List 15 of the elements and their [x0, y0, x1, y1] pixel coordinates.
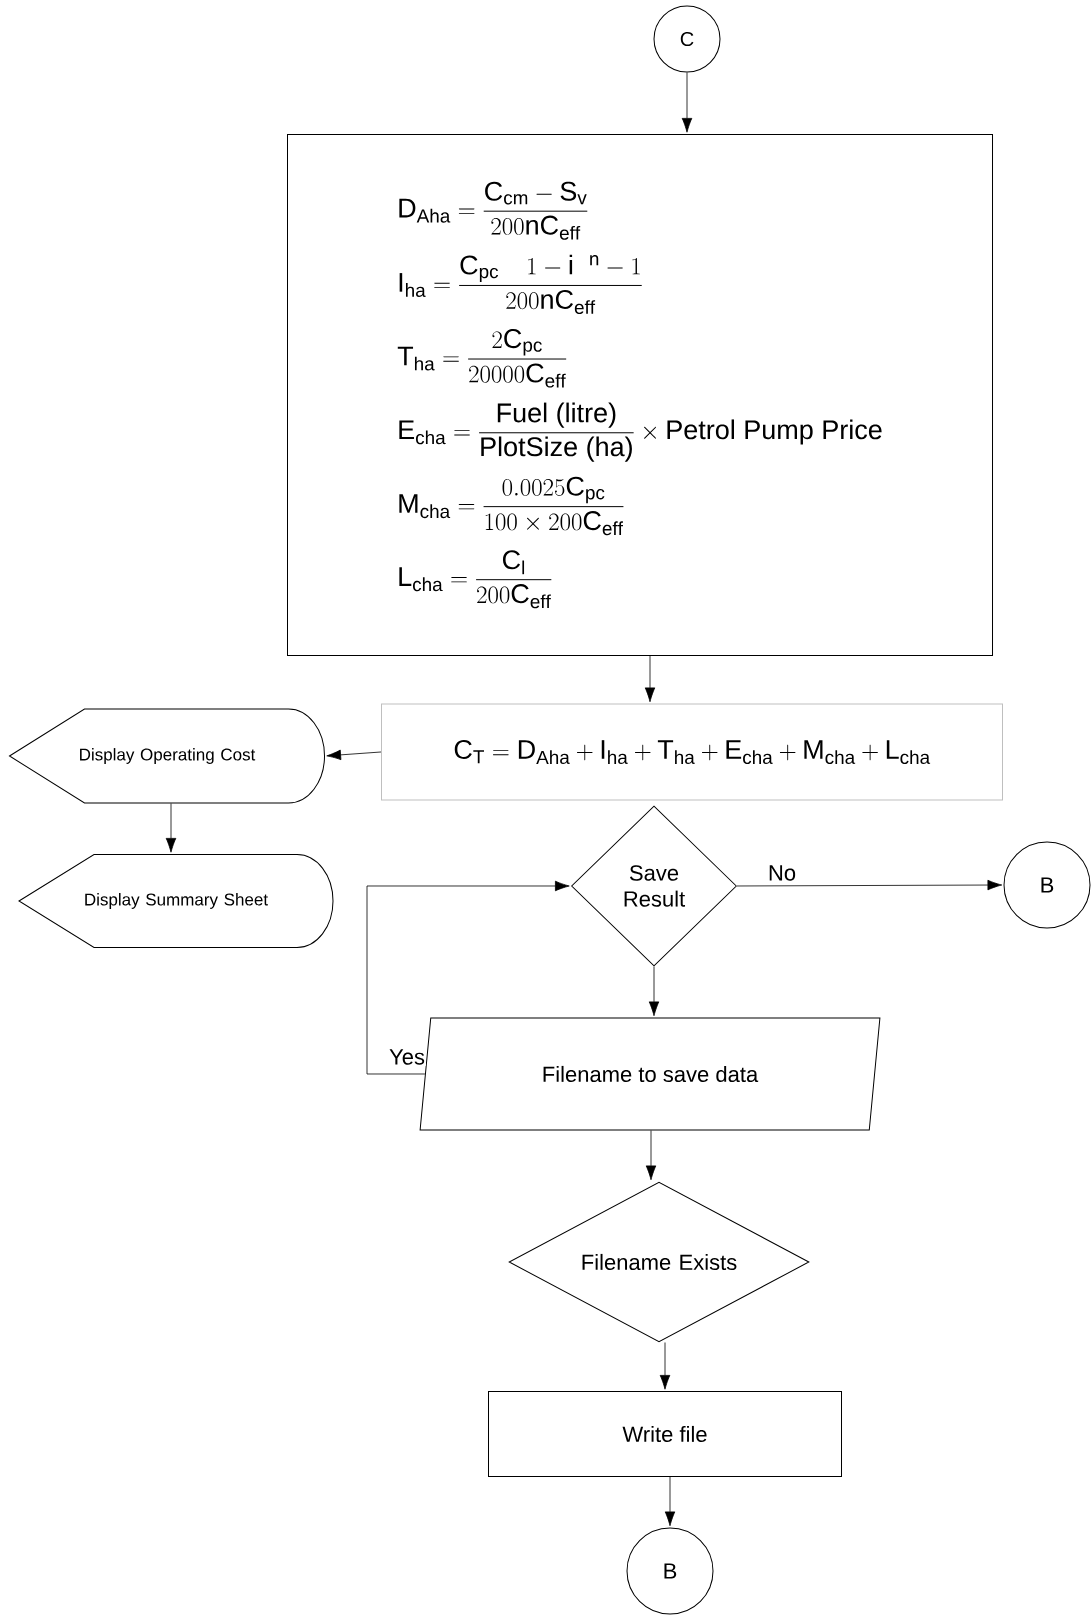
arrow [326, 749, 382, 761]
arrow [681, 72, 693, 133]
edge-label: No [766, 864, 798, 882]
edge-label: Yes [388, 1048, 426, 1066]
arrow [648, 966, 660, 1017]
arrow [165, 803, 177, 853]
formula-box: $\mathrm{D}_{\mathrm{Aha}} = \frac{\mathrm{C}_{\mathrm{cm}} - \mathrm{S}_{\mathrm{v}}}{200\mathrm{n}\mathrm{C}_{\mathrm{eff}}}$ $\mathrm{I}_{\mathrm{ha}} = \frac{\mathrm{C}_{\mathrm{pc}}\quad 1 - \mathrm{i}\ \ ^{\mathrm{n}} - 1}{200\mathrm{n}\mathrm{C}_{\mathrm{eff}}}$ $\mathrm{T}_{\mathrm{ha}} = \frac{2\mathrm{C}_{\mathrm{pc}}}{20000\mathrm{C}_{\mathrm{eff}}}$ $\mathrm{E}_{\mathrm{cha}} = \frac{\text{Fuel (litre)}}{\text{PlotSize (ha)}} \times \text{Petrol Pump Price}$ $\mathrm{M}_{\mathrm{cha}} = \frac{0.0025\mathrm{C}_{\mathrm{pc}}}{100 \times 200\mathrm{C}_{\mathrm{eff}}}$ $\mathrm{L}_{\mathrm{cha}} = \frac{\mathrm{C}_{\mathrm{l}}}{200\mathrm{C}_{\mathrm{eff}}}$ [287, 134, 993, 656]
process-box: Write file [488, 1391, 842, 1477]
arrow [664, 1476, 676, 1527]
formula-box: $\mathrm{C}_{\mathrm{T}} = \mathrm{D}_{\mathrm{Aha}} + \mathrm{I}_{\mathrm{ha}} + \mathrm{T}_{\mathrm{ha}} + \mathrm{E}_{\mathrm{cha}} + \mathrm{M}_{\mathrm{cha}} + \mathrm{L}_{\mathrm{cha}}$ [381, 703, 1003, 801]
arrow [736, 879, 1003, 891]
arrow [644, 655, 656, 703]
arrow [659, 1342, 671, 1390]
arrow [366, 880, 570, 1075]
arrow [645, 1130, 657, 1181]
